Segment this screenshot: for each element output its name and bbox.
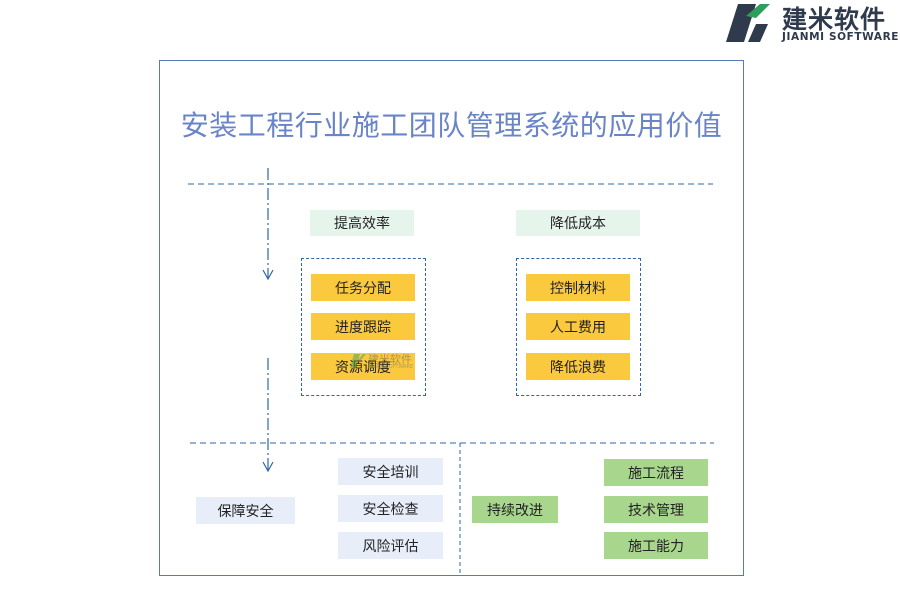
- diagram-title: 安装工程行业施工团队管理系统的应用价值: [180, 109, 723, 142]
- improvement-header: 持续改进: [472, 496, 558, 523]
- cost-item: 降低浪费: [526, 353, 630, 380]
- lower-arrow-head-icon: [262, 461, 274, 473]
- watermark-mark-icon: [350, 354, 366, 368]
- cost-item: 人工费用: [526, 313, 630, 340]
- brand-name-en: JIANMI SOFTWARE: [782, 31, 900, 43]
- improvement-item: 技术管理: [604, 496, 708, 523]
- diagram-frame: [159, 60, 744, 576]
- cost-header: 降低成本: [516, 210, 640, 236]
- improvement-item: 施工能力: [604, 532, 708, 559]
- brand-mark-icon: [726, 4, 770, 42]
- efficiency-header: 提高效率: [310, 210, 414, 236]
- safety-header: 保障安全: [196, 497, 295, 524]
- efficiency-item: 资源调度: [311, 353, 415, 380]
- safety-item: 风险评估: [338, 532, 443, 559]
- brand-name-cn: 建米软件: [782, 5, 887, 34]
- efficiency-item: 任务分配: [311, 274, 415, 301]
- brand-logo: 建米软件 JIANMI SOFTWARE: [726, 0, 900, 46]
- efficiency-group-border: [301, 258, 426, 396]
- improvement-item: 施工流程: [604, 459, 708, 486]
- cost-item: 控制材料: [526, 274, 630, 301]
- cost-group-border: [516, 258, 641, 396]
- watermark-name-en: JIANMI SOFTWARE: [368, 364, 414, 370]
- safety-item: 安全检查: [338, 495, 443, 522]
- watermark-name-cn: 建米软件: [368, 353, 412, 366]
- upper-arrow-head-icon: [262, 269, 274, 281]
- efficiency-item: 进度跟踪: [311, 313, 415, 340]
- safety-item: 安全培训: [338, 458, 443, 485]
- watermark-logo: 建米软件 JIANMI SOFTWARE: [350, 351, 430, 375]
